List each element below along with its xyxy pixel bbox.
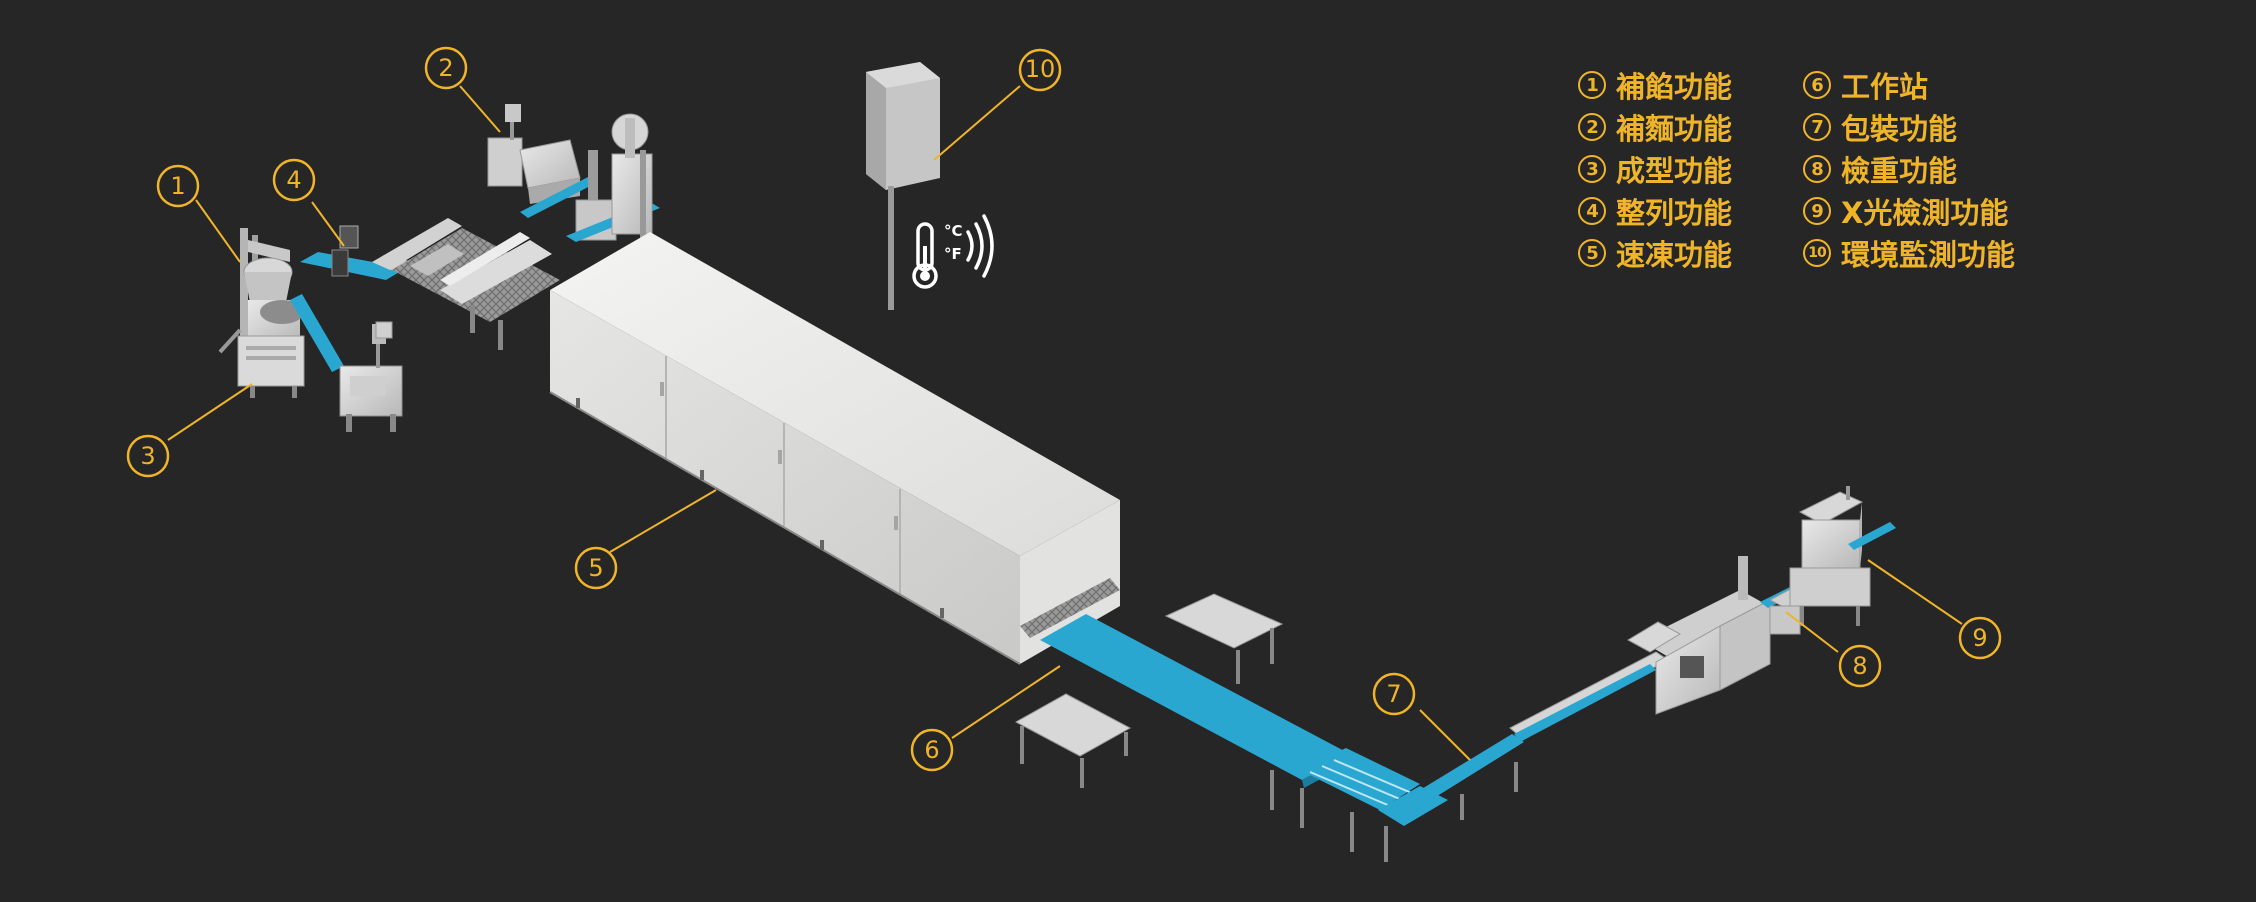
legend-number: 10	[1803, 239, 1831, 267]
legend-number: 7	[1803, 113, 1831, 141]
legend-item-2: 2 補麵功能	[1578, 108, 1803, 146]
legend-item-3: 3 成型功能	[1578, 150, 1803, 188]
svg-text:10: 10	[1025, 55, 1056, 83]
x-ray-inspector	[1789, 486, 1896, 626]
legend-number: 8	[1803, 155, 1831, 183]
legend-item-8: 8 檢重功能	[1803, 150, 2063, 188]
svg-text:3: 3	[140, 442, 155, 470]
svg-text:9: 9	[1972, 624, 1987, 652]
legend-number: 4	[1578, 197, 1606, 225]
legend-number: 2	[1578, 113, 1606, 141]
legend: 1 補餡功能 6 工作站 2 補麵功能 7 包裝功能 3 成型功能 8 檢重功能 4 整列功能…	[1578, 66, 2063, 272]
callout-10: 10	[1018, 48, 1062, 92]
svg-text:8: 8	[1852, 652, 1867, 680]
legend-item-10: 10 環境監測功能	[1803, 234, 2063, 272]
wireless-signal-icon	[966, 214, 994, 278]
legend-item-9: 9 X光檢測功能	[1803, 192, 2063, 230]
packaging-conveyor	[1420, 651, 1669, 820]
legend-item-1: 1 補餡功能	[1578, 66, 1803, 104]
legend-label: 整列功能	[1616, 196, 1733, 230]
legend-number: 5	[1578, 239, 1606, 267]
legend-label: 工作站	[1841, 70, 1929, 104]
callout-lines	[167, 85, 1963, 761]
forming-machine	[339, 324, 403, 432]
callout-6: 6	[910, 728, 954, 772]
celsius-unit: °C	[944, 222, 963, 240]
callout-3: 3	[126, 434, 170, 478]
legend-number: 1	[1578, 71, 1606, 99]
legend-label: 檢重功能	[1841, 154, 1958, 188]
callout-9: 9	[1958, 616, 2002, 660]
environment-sensor	[866, 62, 940, 310]
svg-text:7: 7	[1386, 680, 1401, 708]
callout-4: 4	[272, 158, 316, 202]
callout-7: 7	[1372, 672, 1416, 716]
legend-item-5: 5 速凍功能	[1578, 234, 1803, 272]
callout-8: 8	[1838, 644, 1882, 688]
thermometer-icon	[912, 222, 938, 289]
legend-label: 包裝功能	[1841, 112, 1958, 146]
dough-feeding-machine	[487, 104, 660, 242]
svg-text:4: 4	[286, 166, 301, 194]
fahrenheit-unit: °F	[944, 245, 962, 263]
legend-label: 速凍功能	[1616, 238, 1733, 272]
legend-label: 環境監測功能	[1841, 238, 2016, 272]
alignment-table	[372, 218, 560, 350]
legend-label: 補餡功能	[1616, 70, 1733, 104]
legend-label: X光檢測功能	[1841, 196, 2009, 230]
svg-text:6: 6	[924, 736, 939, 764]
legend-number: 6	[1803, 71, 1831, 99]
legend-item-6: 6 工作站	[1803, 66, 2063, 104]
callout-1: 1	[156, 164, 200, 208]
legend-item-4: 4 整列功能	[1578, 192, 1803, 230]
svg-text:2: 2	[438, 54, 453, 82]
legend-number: 3	[1578, 155, 1606, 183]
svg-text:5: 5	[588, 554, 603, 582]
legend-label: 補麵功能	[1616, 112, 1733, 146]
legend-number: 9	[1803, 197, 1831, 225]
svg-text:1: 1	[170, 172, 185, 200]
legend-item-7: 7 包裝功能	[1803, 108, 2063, 146]
workstation	[1014, 593, 1448, 862]
callout-2: 2	[424, 46, 468, 90]
control-cabinet	[339, 225, 393, 339]
filling-machine	[218, 228, 305, 398]
freezer-tunnel	[549, 232, 1120, 665]
legend-label: 成型功能	[1616, 154, 1733, 188]
callout-5: 5	[574, 546, 618, 590]
